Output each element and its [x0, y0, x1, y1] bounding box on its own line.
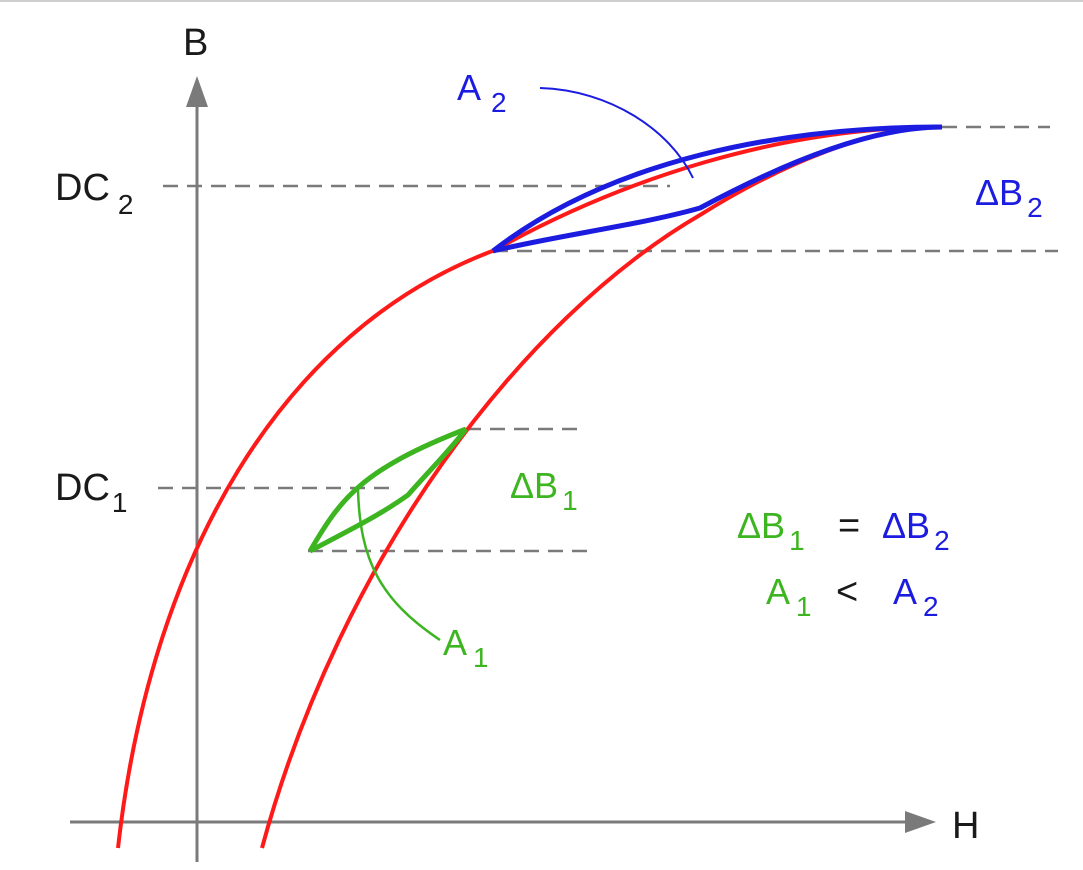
- dc2-label: DC 2: [55, 167, 133, 220]
- major-loop-upper-branch: [116, 125, 943, 849]
- dashed-guides: [158, 125, 1058, 553]
- x-axis-arrow: [905, 811, 936, 833]
- eq-right-sub: 2: [934, 525, 950, 556]
- minor-loop-1: [307, 426, 468, 554]
- db2-label-sub: 2: [1027, 192, 1043, 223]
- lt-operator: <: [836, 571, 858, 613]
- minor-loop-2-lower: [492, 124, 943, 254]
- minor-loop-1-lower: [308, 427, 468, 554]
- eq-right-main: ΔB: [882, 505, 930, 546]
- lt-right-sub: 2: [923, 591, 939, 622]
- a1-label-main: A: [443, 622, 467, 663]
- db1-label-main: ΔB: [510, 465, 558, 506]
- a2-label-main: A: [457, 67, 481, 108]
- eq-left-main: ΔB: [737, 505, 785, 546]
- dc2-label-main: DC: [55, 167, 110, 209]
- lt-left-sub: 1: [796, 591, 812, 622]
- lt-right-main: A: [893, 571, 917, 612]
- y-axis-arrow: [186, 76, 208, 107]
- a1-label-sub: 1: [473, 642, 489, 673]
- x-axis-label: H: [952, 805, 979, 847]
- dc2-label-sub: 2: [118, 189, 134, 220]
- a2-pointer: [539, 87, 694, 179]
- db2-label-main: ΔB: [975, 172, 1023, 213]
- top-border: [0, 0, 1083, 2]
- dc1-label: DC1: [55, 467, 127, 518]
- y-axis-label: B: [183, 22, 208, 64]
- db1-label-sub: 1: [562, 485, 578, 516]
- lt-left-main: A: [766, 571, 790, 612]
- minor-loop-2-upper: [491, 124, 943, 253]
- minor-loop-2: [491, 124, 943, 254]
- dc1-label-sub: 1: [112, 487, 128, 518]
- minor-loop-1-upper: [307, 426, 467, 553]
- dc1-label-main: DC: [55, 467, 110, 509]
- eq-operator: =: [838, 505, 860, 547]
- a2-label-sub: 2: [491, 87, 507, 118]
- eq-left-sub: 1: [789, 525, 805, 556]
- a1-pointer: [356, 489, 441, 642]
